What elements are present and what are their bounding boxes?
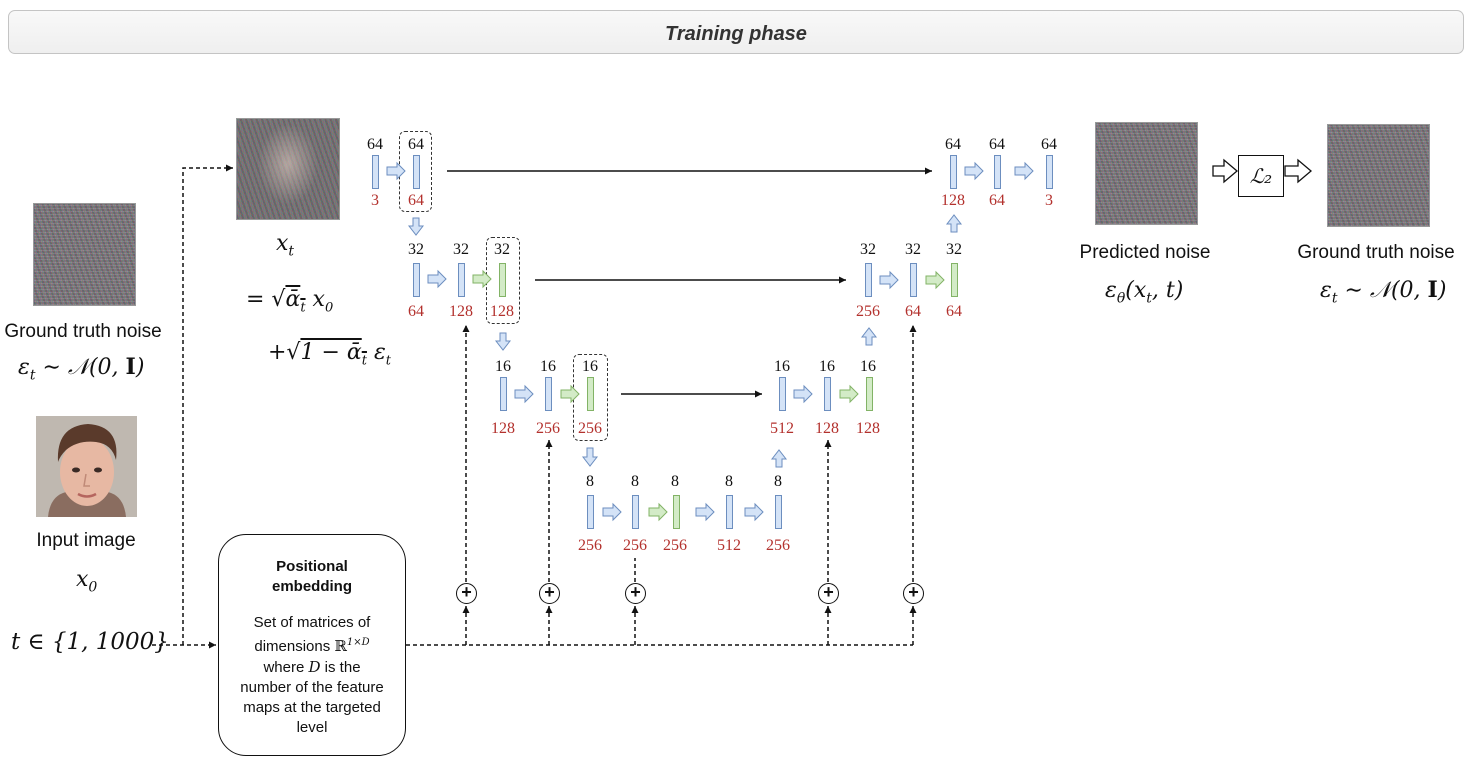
predicted-noise-formula: εθ(xt, t) — [1105, 278, 1184, 307]
ground-truth-noise-image-right — [1327, 124, 1430, 227]
noisy-image-xt — [236, 118, 340, 220]
bott-bar-0 — [587, 495, 594, 529]
dec3-bar-2 — [866, 377, 873, 411]
bott-bar-4 — [775, 495, 782, 529]
dec3-ch-1: 128 — [815, 420, 839, 437]
predicted-noise-image — [1095, 122, 1198, 225]
xt-equation-line2: +√1 − ᾱt εt — [268, 340, 392, 369]
dec1-bar-1 — [994, 155, 1001, 189]
dec1-size-2: 64 — [1041, 136, 1057, 153]
ground-truth-noise-image-left — [33, 203, 136, 306]
add-embedding-node-4: + — [818, 583, 839, 604]
l2-loss-box: ℒ₂ — [1238, 155, 1284, 197]
enc2-bar-0 — [413, 263, 420, 297]
t-to-xt-arrow — [182, 164, 233, 645]
dec2-ch-2: 64 — [946, 303, 962, 320]
dec3-bar-1 — [824, 377, 831, 411]
positional-embedding-title: Positional embedding — [271, 558, 352, 595]
ground-truth-noise-formula-left: εt ∼ 𝒩(0, I) — [18, 354, 145, 384]
dec1-ch-1: 64 — [989, 192, 1005, 209]
bott-size-0: 8 — [586, 473, 594, 490]
dec3-bar-0 — [779, 377, 786, 411]
dec3-size-2: 16 — [860, 358, 876, 375]
xt-equation-line1: = √ᾱt x0 — [246, 287, 334, 316]
dec3-ch-0: 512 — [770, 420, 794, 437]
enc2-size-0: 32 — [408, 241, 424, 258]
enc1-bar-1 — [413, 155, 420, 189]
enc3-size-0: 16 — [495, 358, 511, 375]
bott-ch-2: 256 — [663, 537, 687, 554]
bott-size-2: 8 — [671, 473, 679, 490]
enc2-bar-1 — [458, 263, 465, 297]
bott-bar-1 — [632, 495, 639, 529]
dec1-bar-0 — [950, 155, 957, 189]
bott-ch-4: 256 — [766, 537, 790, 554]
ground-truth-noise-label-right: Ground truth noise — [1297, 242, 1455, 263]
add-embedding-node-1: + — [456, 583, 477, 604]
dec2-ch-1: 64 — [905, 303, 921, 320]
enc2-ch-2: 128 — [490, 303, 514, 320]
dec1-size-0: 64 — [945, 136, 961, 153]
dec2-size-2: 32 — [946, 241, 962, 258]
enc3-size-1: 16 — [540, 358, 556, 375]
enc3-size-2: 16 — [582, 358, 598, 375]
ground-truth-noise-formula-right: εt ∼ 𝒩(0, I) — [1320, 277, 1447, 307]
dec2-size-1: 32 — [905, 241, 921, 258]
input-face-image — [36, 416, 137, 517]
enc1-size-0: 64 — [367, 136, 383, 153]
enc2-ch-1: 128 — [449, 303, 473, 320]
dec2-bar-1 — [910, 263, 917, 297]
enc3-ch-2: 256 — [578, 420, 602, 437]
enc3-bar-1 — [545, 377, 552, 411]
enc1-bar-0 — [372, 155, 379, 189]
enc2-bar-2 — [499, 263, 506, 297]
bott-size-4: 8 — [774, 473, 782, 490]
dec1-size-1: 64 — [989, 136, 1005, 153]
dec1-ch-2: 3 — [1045, 192, 1053, 209]
add-embedding-node-5: + — [903, 583, 924, 604]
enc1-ch-0: 3 — [371, 192, 379, 209]
bott-ch-3: 512 — [717, 537, 741, 554]
bott-bar-2 — [673, 495, 680, 529]
predicted-noise-label: Predicted noise — [1079, 242, 1211, 263]
timestep-formula: t ∈ {1, 1000} — [11, 629, 169, 655]
dec3-size-1: 16 — [819, 358, 835, 375]
enc3-ch-0: 128 — [491, 420, 515, 437]
add-embedding-node-2: + — [539, 583, 560, 604]
add-embedding-node-3: + — [625, 583, 646, 604]
enc2-ch-0: 64 — [408, 303, 424, 320]
bott-ch-1: 256 — [623, 537, 647, 554]
enc2-size-2: 32 — [494, 241, 510, 258]
bott-size-3: 8 — [725, 473, 733, 490]
dec2-size-0: 32 — [860, 241, 876, 258]
positional-embedding-description: Set of matrices of dimensions ℝ1×D where… — [240, 614, 384, 736]
positional-embedding-box: Positional embedding Set of matrices of … — [218, 534, 406, 756]
phase-header: Training phase — [8, 10, 1464, 54]
bott-size-1: 8 — [631, 473, 639, 490]
dec2-ch-0: 256 — [856, 303, 880, 320]
dec1-bar-2 — [1046, 155, 1053, 189]
dec2-bar-2 — [951, 263, 958, 297]
xt-label: xt — [276, 231, 295, 260]
enc3-ch-1: 256 — [536, 420, 560, 437]
dec3-ch-2: 128 — [856, 420, 880, 437]
enc2-size-1: 32 — [453, 241, 469, 258]
ground-truth-noise-label-left: Ground truth noise — [4, 321, 162, 342]
phase-title: Training phase — [665, 23, 807, 45]
bott-bar-3 — [726, 495, 733, 529]
input-image-formula: x0 — [76, 567, 98, 596]
enc1-ch-1: 64 — [408, 192, 424, 209]
input-image-label: Input image — [36, 530, 136, 551]
dec3-size-0: 16 — [774, 358, 790, 375]
dec1-ch-0: 128 — [941, 192, 965, 209]
enc1-size-1: 64 — [408, 136, 424, 153]
dec2-bar-0 — [865, 263, 872, 297]
enc3-bar-0 — [500, 377, 507, 411]
bott-ch-0: 256 — [578, 537, 602, 554]
enc3-bar-2 — [587, 377, 594, 411]
